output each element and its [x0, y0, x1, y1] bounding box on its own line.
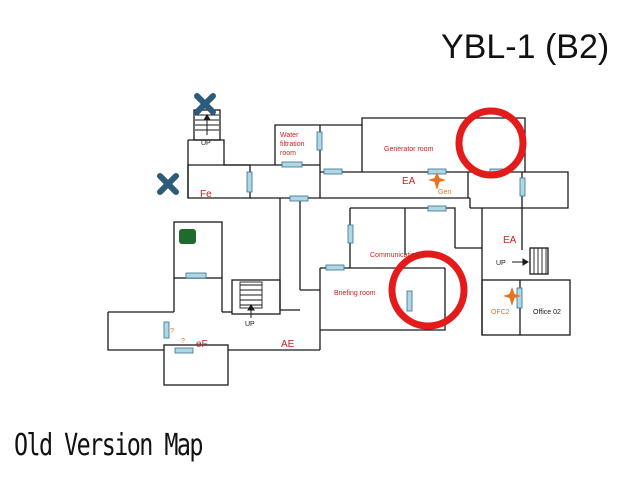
map-caption: Old Version Map: [14, 428, 203, 463]
walls: [107, 109, 571, 386]
briefing-room-label: Briefing room: [334, 290, 376, 297]
map-title: YBL-1 (B2): [441, 28, 610, 66]
up-arrow-icon: [203, 114, 529, 318]
zone-fe-label: Fe: [200, 189, 212, 200]
question-mark-label: ?: [170, 328, 174, 335]
gen-label: Gen: [438, 189, 451, 196]
office02-label: Office 02: [533, 309, 561, 316]
orange-star-icon: [428, 172, 446, 190]
ofc2-label: OFC2: [491, 309, 510, 316]
communication-room-label: Communication room: [370, 252, 437, 259]
zone-ef-label: eF: [196, 339, 208, 350]
x-marker-icon: [157, 173, 179, 195]
x-marker-icon: [194, 93, 216, 115]
generator-room-label: Generator room: [384, 146, 434, 153]
stairs-up-label: UP: [245, 321, 255, 328]
green-box-icon: [179, 229, 196, 244]
orange-star-icon: [503, 287, 521, 306]
zone-ea-right-label: EA: [503, 235, 517, 246]
zone-ae-label: AE: [281, 339, 295, 350]
highlight-ring-icon: [388, 250, 468, 330]
water-filtration-label: Water filtration room: [280, 132, 306, 157]
stairs-up-label: UP: [496, 260, 506, 267]
question-mark-label: ?: [181, 338, 185, 345]
highlight-ring-icon: [455, 107, 527, 179]
stairs-up-label: UP: [201, 140, 211, 147]
stairs-icon: [195, 114, 547, 309]
zone-ea-top-label: EA: [402, 176, 416, 187]
